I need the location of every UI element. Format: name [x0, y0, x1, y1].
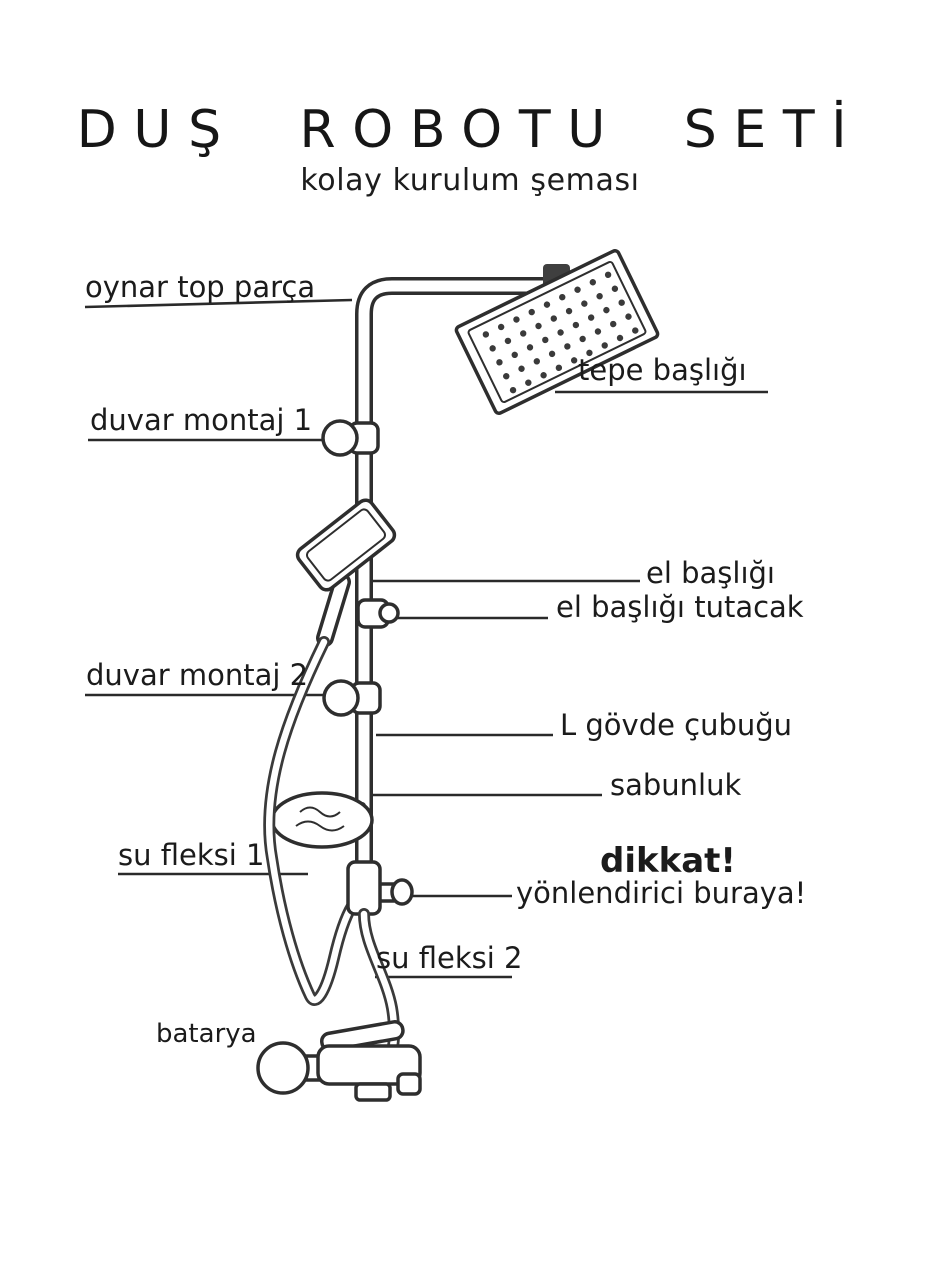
wall-mount-1-drawing: [321, 419, 380, 457]
label-tepe-basligi: tepe başlığı: [578, 353, 747, 387]
overhead-shower-head-drawing: [454, 249, 660, 415]
label-dikkat: dikkat!: [600, 841, 736, 881]
hand-shower-drawing: [295, 498, 397, 647]
page-subtitle: kolay kurulum şeması: [300, 163, 640, 198]
label-l-govde-cubugu: L gövde çubuğu: [560, 708, 793, 742]
label-el-basligi: el başlığı: [646, 556, 775, 590]
label-oynar-top-parca: oynar top parça: [85, 270, 316, 304]
label-duvar-montaj-1: duvar montaj 1: [90, 403, 313, 437]
wall-mount-2-drawing: [322, 679, 382, 717]
label-sabunluk: sabunluk: [610, 768, 742, 802]
label-su-fleksi-1: su fleksi 1: [118, 838, 265, 872]
label-yonlendirici-buraya: yönlendirici buraya!: [516, 876, 807, 910]
soap-dish-drawing: [270, 791, 374, 849]
diverter-drawing: [346, 860, 414, 916]
page-title: DUŞ ROBOTU SETİ: [76, 100, 864, 160]
mixer-faucet-drawing: [256, 1020, 422, 1102]
hand-shower-holder-drawing: [356, 598, 400, 629]
leader-lines: [84, 298, 768, 979]
label-el-basligi-tutacak: el başlığı tutacak: [556, 590, 804, 624]
l-body-rod-drawing: [355, 277, 566, 909]
label-su-fleksi-2: su fleksi 2: [376, 941, 523, 975]
flex-hose-1-drawing: [263, 636, 358, 1006]
label-duvar-montaj-2: duvar montaj 2: [86, 658, 309, 692]
label-batarya: batarya: [156, 1019, 257, 1049]
